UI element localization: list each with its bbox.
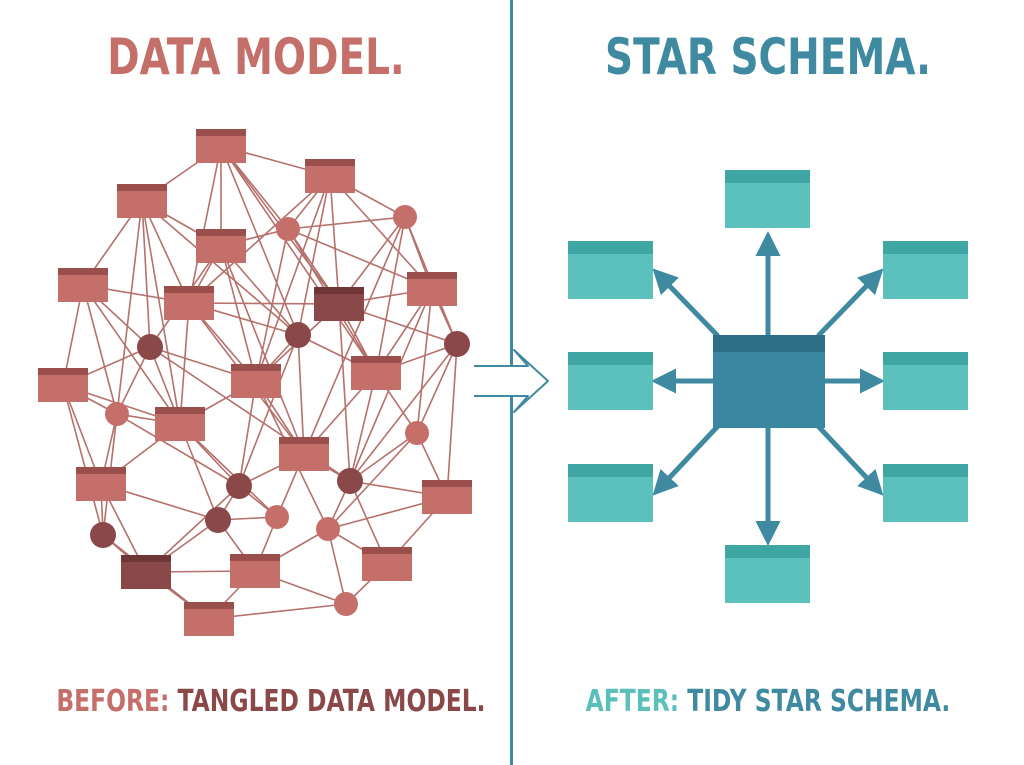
network-node-table (351, 356, 401, 390)
dimension-table-top (725, 170, 810, 228)
network-node-circle (444, 331, 470, 357)
network-node-circle (316, 517, 340, 541)
network-node-circle (334, 592, 358, 616)
network-nodes (38, 129, 472, 636)
network-edge (238, 380, 257, 487)
network-node-table (164, 286, 214, 320)
arrow-top-left (652, 268, 720, 338)
left-title: DATA MODEL. (107, 28, 405, 86)
right-caption-text: TIDY STAR SCHEMA. (687, 684, 951, 719)
network-edge (62, 384, 104, 536)
network-node-circle (337, 468, 363, 494)
network-node-table (76, 467, 126, 501)
network-edge (179, 302, 190, 425)
network-node-table (407, 272, 457, 306)
left-caption-text: TANGLED DATA MODEL. (177, 684, 486, 719)
network-node-table (184, 602, 234, 636)
network-edge (141, 200, 181, 425)
arrow-bottom-left (652, 424, 720, 496)
network-edge (188, 175, 331, 304)
right-title: STAR SCHEMA. (605, 28, 931, 86)
network-edge (188, 145, 222, 304)
star-arrows (651, 231, 885, 546)
network-edge (255, 228, 289, 382)
network-edge (238, 334, 299, 487)
network-node-table (230, 554, 280, 588)
left-caption: BEFORE: TANGLED DATA MODEL. (56, 684, 485, 719)
tangled-network (38, 129, 472, 636)
network-edge (141, 200, 151, 348)
star-schema (568, 170, 968, 603)
dimension-table-middle-right (883, 352, 968, 410)
network-edge (338, 303, 351, 482)
dimension-table-bottom-right (883, 464, 968, 522)
network-node-table (196, 229, 246, 263)
network-edge (220, 145, 377, 374)
network-node-circle (105, 402, 129, 426)
network-node-table (155, 407, 205, 441)
right-caption-prefix: AFTER: (585, 684, 680, 719)
network-edge (287, 216, 406, 230)
network-node-circle (276, 217, 300, 241)
network-node-table (279, 437, 329, 471)
right-caption: AFTER: TIDY STAR SCHEMA. (568, 684, 967, 719)
dimension-table-middle-left (568, 352, 653, 410)
fact-table (713, 335, 825, 428)
left-caption-prefix: BEFORE: (56, 684, 170, 719)
network-edge (329, 175, 340, 305)
network-edge (255, 175, 331, 382)
network-node-table (38, 368, 88, 402)
arrow-bottom-right (816, 424, 884, 496)
network-node-circle (205, 507, 231, 533)
network-node-table (196, 129, 246, 163)
network-edge (303, 216, 406, 455)
network-edge (349, 372, 377, 482)
dimension-table-bottom-left (568, 464, 653, 522)
network-node-table (305, 159, 355, 193)
network-edge (116, 413, 240, 487)
network-edge (327, 432, 418, 530)
network-edge (116, 200, 143, 415)
network-edge (297, 334, 305, 455)
network-edge (82, 284, 118, 415)
arrow-right-icon (474, 349, 549, 413)
dimension-table-bottom (725, 545, 810, 603)
network-edge (329, 175, 433, 290)
network-node-circle (265, 505, 289, 529)
network-node-table (422, 480, 472, 514)
network-edge (297, 175, 331, 336)
network-edge (327, 528, 347, 605)
network-node-table (231, 364, 281, 398)
network-edge (416, 288, 433, 434)
network-node-table (362, 547, 412, 581)
network-edge (416, 343, 458, 434)
network-node-table (58, 268, 108, 302)
network-edge (82, 284, 181, 425)
network-edge (141, 200, 299, 336)
dimension-table-top-right (883, 241, 968, 299)
network-node-circle (226, 473, 252, 499)
network-node-circle (405, 421, 429, 445)
network-node-table (314, 287, 364, 321)
network-node-table (117, 184, 167, 218)
network-node-circle (90, 522, 116, 548)
arrow-top-right (816, 268, 884, 338)
dimension-table-top-left (568, 241, 653, 299)
network-edge (349, 343, 458, 482)
network-node-circle (393, 205, 417, 229)
network-edge (349, 432, 418, 482)
network-edge (446, 343, 458, 498)
network-node-table (121, 555, 171, 589)
network-node-circle (285, 322, 311, 348)
network-node-circle (137, 334, 163, 360)
